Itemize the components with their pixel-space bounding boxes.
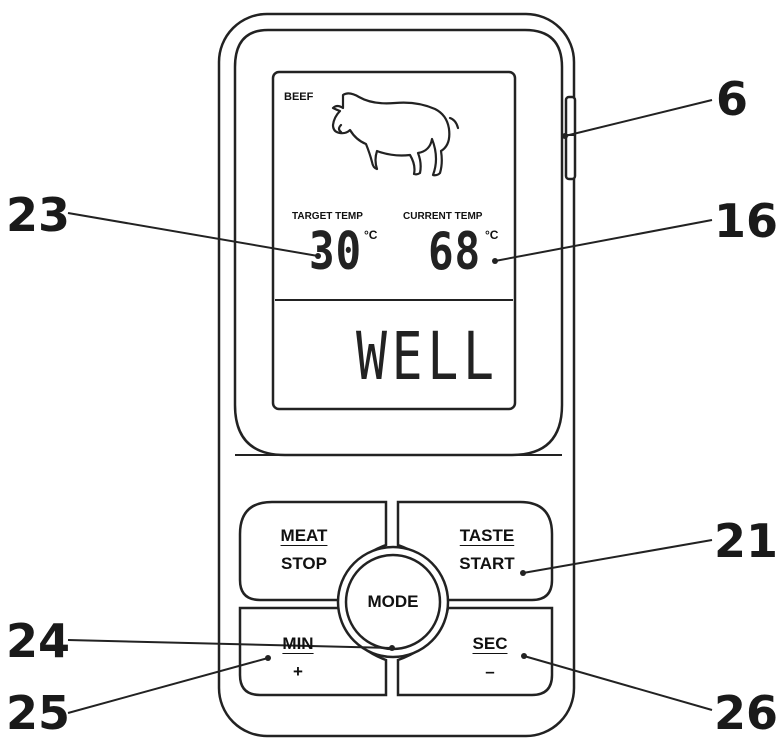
callout-26: 26 xyxy=(714,686,779,740)
sec-label: SEC xyxy=(472,634,508,653)
meat-type-label: BEEF xyxy=(284,91,314,103)
leader-16 xyxy=(494,219,713,262)
plus-label: + xyxy=(293,662,303,681)
callout-23: 23 xyxy=(6,188,71,242)
leader-23 xyxy=(67,212,319,257)
taste-label: TASTE xyxy=(459,526,515,545)
target-temp-unit: °C xyxy=(364,228,378,242)
start-label: START xyxy=(459,554,515,573)
mode-label: MODE xyxy=(367,592,419,611)
leader-25 xyxy=(67,657,269,714)
min-label: MIN xyxy=(282,634,314,653)
leader-6 xyxy=(564,99,713,137)
current-temp-label: CURRENT TEMP xyxy=(403,211,483,222)
lcd-screen xyxy=(271,70,517,411)
leader-26 xyxy=(523,655,713,711)
stop-label: STOP xyxy=(281,554,327,573)
target-temp-value: 30 xyxy=(309,222,362,282)
current-temp-value: 68 xyxy=(428,222,481,282)
leader-21 xyxy=(522,539,713,574)
meat-label: MEAT xyxy=(280,526,328,545)
cow-icon xyxy=(331,92,460,177)
callout-6: 6 xyxy=(716,72,749,126)
callout-24: 24 xyxy=(6,614,71,668)
callout-16: 16 xyxy=(714,194,779,248)
current-temp-unit: °C xyxy=(485,228,499,242)
callout-21: 21 xyxy=(714,514,779,568)
doneness-display: WELL xyxy=(356,318,499,395)
callout-25: 25 xyxy=(6,686,71,740)
target-temp-label: TARGET TEMP xyxy=(292,211,363,222)
minus-label: – xyxy=(485,662,495,681)
leader-24 xyxy=(67,639,393,649)
